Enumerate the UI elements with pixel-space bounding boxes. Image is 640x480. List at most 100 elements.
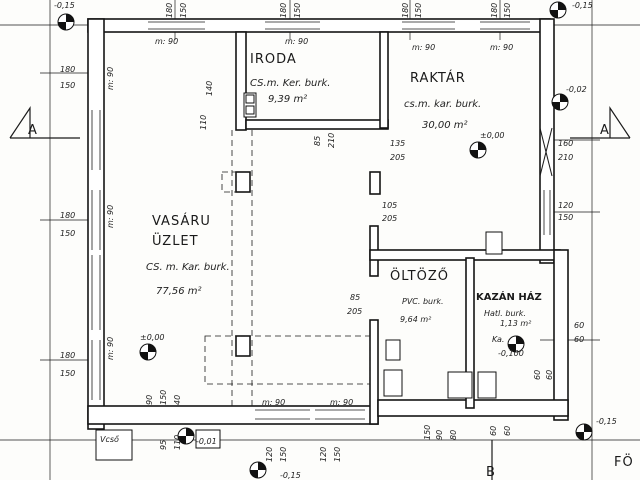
dim-left-180-1: 180	[60, 65, 75, 74]
title-fragment: FÖ	[614, 453, 634, 470]
height-bottom-left: -0,01	[196, 437, 217, 446]
vcso-box	[95, 429, 133, 461]
dim-right-win-2: 150	[558, 213, 573, 222]
window-dim-bottom-2: m: 90	[330, 398, 353, 407]
window-dim-left-1: m: 90	[106, 67, 115, 90]
dim-mid-door-1: 105	[382, 201, 397, 210]
dim-oltozo-door-2: 205	[347, 307, 362, 316]
dim-raktar-door-2: 205	[390, 153, 405, 162]
oltozo-wc	[385, 339, 401, 361]
dim-bot-v1: 90	[145, 395, 154, 405]
dim-iroda-v-2: 110	[199, 115, 208, 130]
elevation-marker-bottom-mid	[249, 461, 267, 479]
entrance-door	[539, 127, 553, 177]
room-uzlet-name-2: ÜZLET	[152, 232, 199, 249]
dim-right-door-2: 210	[558, 153, 573, 162]
room-iroda-area: 9,39 m²	[268, 94, 307, 105]
dim-oltozo-door-1: 85	[350, 293, 360, 302]
room-oltozo-area: 9,64 m²	[400, 315, 432, 324]
room-iroda-floor: CS.m. Ker. burk.	[250, 78, 330, 89]
window-dim-top-left: m: 90	[155, 37, 178, 46]
height-right-a: -0,02	[566, 85, 587, 94]
dim-left-180-3: 180	[60, 351, 75, 360]
room-raktar-floor: cs.m. kar. burk.	[404, 99, 481, 110]
dim-iroda-door-1: 85	[313, 136, 322, 146]
elevation-marker-uzlet	[139, 343, 157, 361]
room-raktar-name: RAKTÁR	[410, 70, 466, 86]
windows	[91, 21, 551, 420]
dim-misc-4: 40	[173, 395, 182, 405]
dim-misc-3: 150	[423, 425, 432, 440]
section-b-label: B	[486, 465, 496, 480]
fixtures	[95, 92, 503, 461]
dim-top-v7: 180	[490, 3, 499, 18]
elevation-marker-bottom-right	[575, 423, 593, 441]
elevation-marker-top-right	[549, 1, 567, 19]
height-kazan-floor: -0,100	[498, 349, 524, 358]
room-vcs-name: Vcső	[100, 435, 119, 444]
room-uzlet-floor: CS. m. Kar. burk.	[146, 262, 230, 273]
dim-iroda-v-1: 140	[205, 81, 214, 96]
dim-bot-v4: 150	[279, 447, 288, 462]
oltozo-basin	[383, 369, 403, 397]
dim-kazan-60-1: 60	[574, 321, 584, 330]
room-oltozo-name: ÖLTÖZŐ	[390, 267, 449, 284]
dim-misc-1: 95	[159, 440, 168, 450]
left-fraction-dims: 180 150 180 150 180 150	[60, 65, 75, 378]
dim-right-win-1: 120	[558, 201, 573, 210]
dim-bot-v5: 120	[319, 447, 328, 462]
dim-left-150-1: 150	[60, 81, 75, 90]
dim-right-door-1: 160	[558, 139, 573, 148]
dashed-beams	[204, 130, 371, 410]
chimney	[485, 231, 503, 255]
room-uzlet-name-1: VASÁRU	[152, 213, 211, 229]
elevation-marker-right-a	[551, 93, 569, 111]
dim-misc-5: 80	[449, 430, 458, 440]
dim-iroda-door-2: 210	[327, 133, 336, 148]
window-dim-top-raktar-1: m: 90	[412, 43, 435, 52]
section-markers	[9, 106, 631, 480]
elevation-marker-kazan	[507, 335, 525, 353]
window-dim-left-3: m: 90	[106, 337, 115, 360]
dim-top-v2: 150	[179, 3, 188, 18]
dim-top-v5: 180	[401, 3, 410, 18]
dim-top-v1: 180	[165, 3, 174, 18]
dim-mid-door-2: 205	[382, 214, 397, 223]
dim-bot-v8: 60	[489, 426, 498, 436]
window-dim-top-raktar-2: m: 90	[490, 43, 513, 52]
section-a-left-label: A	[28, 123, 38, 138]
dim-left-150-3: 150	[60, 369, 75, 378]
window-dim-top-iroda: m: 90	[285, 37, 308, 46]
elevation-marker-top	[57, 13, 75, 31]
height-top-right: -0,15	[572, 1, 593, 10]
height-bottom-right: -0,15	[596, 417, 617, 426]
kazan-misc-label: Ka.	[492, 335, 504, 344]
dim-top-v3: 180	[279, 3, 288, 18]
height-uzlet-floor: ±0,00	[140, 333, 165, 342]
dim-top-v4: 150	[293, 3, 302, 18]
dim-bot-v3: 120	[265, 447, 274, 462]
window-dim-bottom-1: m: 90	[262, 398, 285, 407]
dim-top-v8: 150	[503, 3, 512, 18]
room-kazanhaz-name: KAZÁN HÁZ	[476, 290, 542, 303]
dim-left-small-2: 60	[545, 370, 554, 380]
dim-left-small-1: 60	[533, 370, 542, 380]
dim-kazan-60-2: 60	[574, 335, 584, 344]
room-kazanhaz-floor: Hatl. burk.	[484, 309, 526, 318]
top-fraction-dims: 180 150 180 150 180 150 180 150	[165, 3, 512, 18]
dim-bot-v2: 150	[159, 390, 168, 405]
height-raktar-floor: ±0,00	[480, 131, 505, 140]
dim-left-150-2: 150	[60, 229, 75, 238]
room-iroda-name: IRODA	[250, 52, 297, 67]
height-bottom-mid: -0,15	[280, 471, 301, 480]
dim-bot-v7: 90	[435, 430, 444, 440]
room-uzlet-area: 77,56 m²	[156, 286, 202, 297]
height-top: -0,15	[54, 1, 75, 10]
section-a-right-label: A	[600, 123, 610, 138]
bottom-fraction-dims: 90 150 40 95 110 120 150 120 150 90 60 6…	[145, 370, 554, 462]
room-raktar-area: 30,00 m²	[422, 120, 468, 131]
dim-raktar-door-1: 135	[390, 139, 405, 148]
elevation-marker-raktar	[469, 141, 487, 159]
dim-bot-v6: 150	[333, 447, 342, 462]
